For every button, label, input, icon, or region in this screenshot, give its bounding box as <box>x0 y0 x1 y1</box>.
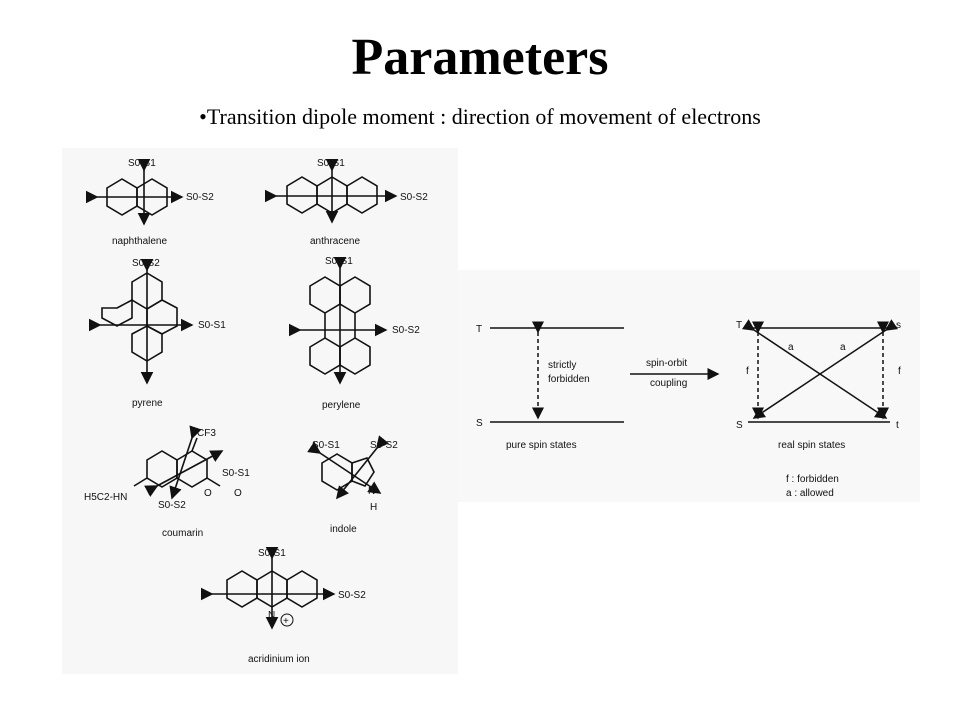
coumarin-s0s1-label: S0-S1 <box>222 468 250 479</box>
coupling-label: coupling <box>650 378 687 389</box>
spin-orbit-label: spin-orbit <box>646 358 687 369</box>
coumarin-carbonyl-o: O <box>234 488 242 499</box>
pyrene-label: pyrene <box>132 398 163 409</box>
f-right-label: f <box>898 366 901 377</box>
acridinium-label: acridinium ion <box>248 654 310 665</box>
spin-state-diagram: T S strictly forbidden pure spin states … <box>476 319 901 499</box>
pyrene-s0s2-label: S0-S2 <box>132 258 160 269</box>
indole-label: indole <box>330 524 357 535</box>
coumarin-structure <box>133 425 224 500</box>
right-s-small-label: s <box>896 320 901 331</box>
naphthalene-structure <box>85 158 184 226</box>
coumarin-ring-o: O <box>204 488 212 499</box>
indole-n-label: N <box>368 486 375 497</box>
right-s-label: S <box>736 420 743 431</box>
naphthalene-label: naphthalene <box>112 236 167 247</box>
anthracene-s0s1-label: S0-S1 <box>317 158 345 169</box>
indole-structure <box>307 435 389 500</box>
indole-s0s2-label: S0-S2 <box>370 440 398 451</box>
a-left-label: a <box>788 342 794 353</box>
anthracene-structure <box>264 158 398 224</box>
bullet-point: •Transition dipole moment : direction of… <box>199 104 761 129</box>
anthracene-s0s2-label: S0-S2 <box>400 192 428 203</box>
perylene-structure <box>288 256 388 385</box>
right-t-label: T <box>736 320 742 331</box>
indole-h-label: H <box>370 502 377 513</box>
slide-title: Parameters <box>351 29 609 86</box>
positive-charge-icon <box>280 613 294 627</box>
acridinium-structure <box>200 546 336 630</box>
indole-s0s1-label: S0-S1 <box>312 440 340 451</box>
a-right-label: a <box>840 342 846 353</box>
perylene-label: perylene <box>322 400 361 411</box>
pyrene-s0s1-label: S0-S1 <box>198 320 226 331</box>
legend-allowed: a : allowed <box>786 488 834 499</box>
coumarin-cf3-label: CF3 <box>197 428 216 439</box>
f-left-label: f <box>746 366 749 377</box>
strictly-label: strictly <box>548 360 576 371</box>
pyrene-structure <box>88 258 194 385</box>
coumarin-s0s2-label: S0-S2 <box>158 500 186 511</box>
coumarin-label: coumarin <box>162 528 203 539</box>
molecule-figure-panel: S0-S1 S0-S2 naphthalene S0-S1 S0-S2 anth… <box>62 148 458 674</box>
acridinium-s0s2-label: S0-S2 <box>338 590 366 601</box>
naphthalene-s0s1-label: S0-S1 <box>128 158 156 169</box>
perylene-s0s2-label: S0-S2 <box>392 325 420 336</box>
left-t-label: T <box>476 324 482 335</box>
right-t-small-label: t <box>896 420 899 431</box>
coumarin-amine-label: H5C2-HN <box>84 492 127 503</box>
molecule-figure: S0-S1 S0-S2 naphthalene S0-S1 S0-S2 anth… <box>84 158 428 665</box>
pure-spin-caption: pure spin states <box>506 440 577 451</box>
forbidden-label: forbidden <box>548 374 590 385</box>
real-spin-caption: real spin states <box>778 440 845 451</box>
spin-state-diagram-panel: T S strictly forbidden pure spin states … <box>458 270 920 502</box>
acridinium-charge: + <box>283 616 289 627</box>
perylene-s0s1-label: S0-S1 <box>325 256 353 267</box>
legend-forbidden: f : forbidden <box>786 474 839 485</box>
acridinium-n-label: N <box>268 610 275 621</box>
anthracene-label: anthracene <box>310 236 360 247</box>
acridinium-s0s1-label: S0-S1 <box>258 548 286 559</box>
left-s-label: S <box>476 418 483 429</box>
naphthalene-s0s2-label: S0-S2 <box>186 192 214 203</box>
